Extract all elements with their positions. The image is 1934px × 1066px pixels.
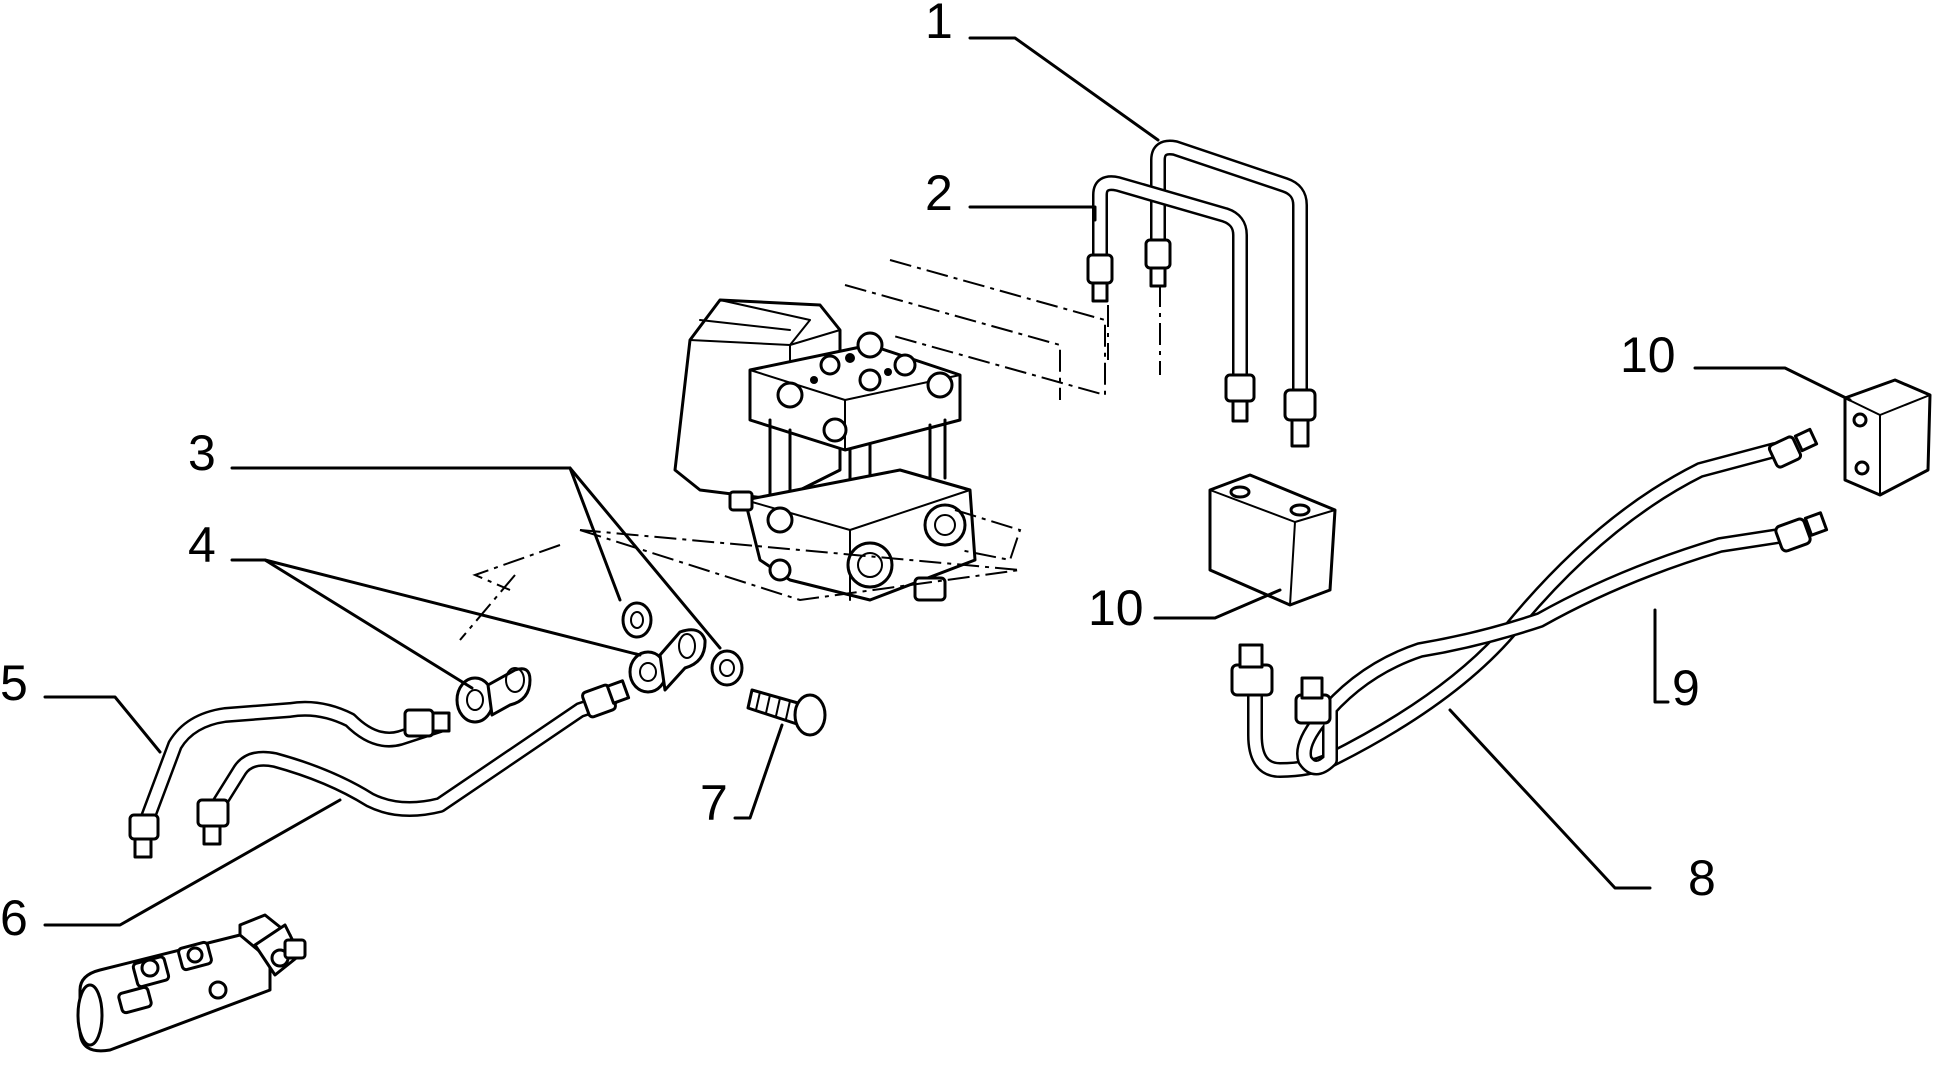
- callout-6: 6: [0, 890, 28, 946]
- brake-pipe-2: [1086, 175, 1256, 423]
- callout-3: 3: [188, 425, 216, 481]
- callout-8: 8: [1688, 850, 1716, 906]
- callout-1: 1: [925, 0, 953, 49]
- banjo-bolt-7: [746, 688, 827, 737]
- callout-5: 5: [0, 655, 28, 711]
- banjo-union-4: [628, 628, 707, 694]
- banjo-union-4: [455, 667, 532, 724]
- callout-10-right: 10: [1620, 327, 1676, 383]
- connector-block-10: [1843, 378, 1932, 497]
- assembly-guide-lines: [459, 259, 1161, 641]
- abs-hydraulic-unit: [673, 298, 977, 602]
- callout-2: 2: [925, 165, 953, 221]
- callout-labels: 1 2 3 4 5 6 7 8 9 10 10: [0, 0, 1716, 946]
- callout-9: 9: [1672, 660, 1700, 716]
- sealing-washer-3: [710, 649, 744, 687]
- master-cylinder: [76, 913, 307, 1053]
- callout-7: 7: [700, 775, 728, 831]
- callout-10-center: 10: [1088, 580, 1144, 636]
- brake-pipe-8: [1230, 427, 1819, 778]
- connector-block-10: [1208, 473, 1337, 607]
- brake-pipe-1: [1144, 139, 1317, 448]
- brake-pipe-5: [128, 700, 451, 859]
- brake-pipe-9: [1294, 511, 1829, 776]
- leader-lines: [43, 36, 1852, 927]
- brake-pipe-6: [196, 679, 631, 846]
- sealing-washer-3: [621, 601, 653, 639]
- callout-4: 4: [188, 517, 216, 573]
